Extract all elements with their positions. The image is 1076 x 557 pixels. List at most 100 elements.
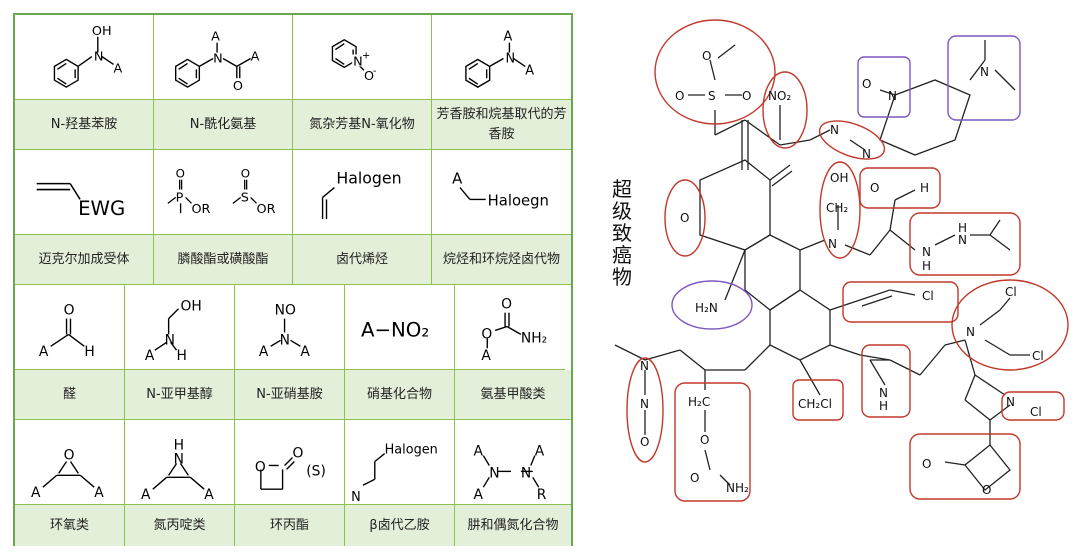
row1-structures: N OH A A N A O: [15, 15, 571, 100]
h-label: H: [174, 438, 184, 454]
label-aziridine: 氮丙啶类: [125, 505, 235, 546]
h-label: H: [177, 348, 187, 364]
n-label: N: [353, 54, 363, 69]
nitrosamine-n2-label: N: [640, 397, 649, 411]
label-nitro-compound: 硝基化合物: [345, 370, 455, 420]
label-n-nitrosamine: N-亚硝基胺: [235, 370, 345, 420]
label-beta-haloethylamine: β卤代乙胺: [345, 505, 455, 546]
propiolactone-structure: O O (S): [235, 420, 345, 505]
o-label: O: [64, 303, 75, 319]
lactone-marker: [909, 433, 1021, 500]
lactone-o1-label: O: [922, 457, 931, 471]
plus-label: +: [362, 50, 370, 61]
vinyl-cl-label: Cl: [922, 289, 934, 303]
label-hydrazine-azo: 肼和偶氮化合物: [455, 505, 571, 546]
carbamate-structure: O O NH₂ A: [455, 285, 565, 370]
a-label: A: [39, 344, 49, 360]
hydrazine-n1-label: N: [958, 233, 967, 247]
a1-label: A: [503, 30, 512, 45]
label-n-hydroxy-aniline: N-羟基苯胺: [15, 100, 154, 150]
a1-label: A: [259, 344, 269, 360]
hydrazine-h1-label: H: [958, 221, 967, 235]
aziridine-marker: [861, 344, 911, 418]
hydrazine-marker: [909, 212, 1021, 276]
methylol-oh-label: OH: [830, 171, 848, 185]
halo-alkene-structure: Halogen: [293, 150, 432, 235]
nitrosamine-marker: [626, 357, 664, 463]
n-methylol-structure: OH N A H: [125, 285, 235, 370]
aromatic-amine-marker: [671, 280, 753, 330]
phos-o-label: O: [176, 167, 185, 181]
o-label: O: [64, 448, 75, 464]
label-phosphonate-sulfonate: 膦酸酯或磺酸酯: [154, 235, 293, 285]
structural-alerts-table: N OH A A N A O: [13, 13, 573, 546]
label-aldehyde: 醛: [15, 370, 125, 420]
label-n-methylol: N-亚甲基醇: [125, 370, 235, 420]
label-aza-aryl-n-oxide: 氮杂芳基N-氧化物: [293, 100, 432, 150]
aldehyde-structure: O A H: [15, 285, 125, 370]
nitro-compound-structure: A−NO₂: [345, 285, 455, 370]
row3-labels: 醛 N-亚甲基醇 N-亚硝基胺 硝基化合物 氨基甲酸类: [15, 370, 571, 420]
beta-haloethylamine-structure: N Halogen: [345, 420, 455, 505]
aziridine-h-label: H: [879, 399, 888, 413]
chloromethyl-label: CH₂Cl: [798, 397, 832, 411]
vinyl-halide-marker: [842, 281, 959, 323]
methylol-n-label: N: [828, 237, 837, 251]
mustard-cl2-label: Cl: [1032, 349, 1044, 363]
row4-labels: 环氧类 氮丙啶类 环丙酯 β卤代乙胺 肼和偶氮化合物: [15, 505, 571, 546]
azo-marker: [818, 120, 886, 160]
methylsulfonyl-marker: [654, 19, 776, 125]
oh-label: OH: [92, 24, 112, 39]
alkyl-halide-structure: A Haloegn: [432, 150, 571, 235]
minus-label: -: [373, 66, 377, 77]
o1-label: O: [501, 297, 512, 313]
ewg-label: EWG: [78, 197, 125, 220]
methylol-ch2-label: CH₂: [826, 201, 848, 215]
dimethylamino-marker: [947, 35, 1021, 121]
label-epoxide: 环氧类: [15, 505, 125, 546]
purple-alert-markers: [671, 35, 1021, 330]
phosphonate-sulfonate-structure: O P OR O S OR: [154, 150, 293, 235]
oh-label: OH: [180, 299, 201, 315]
nitrosamine-o-label: O: [640, 435, 649, 449]
lactone-o2-label: O: [982, 483, 991, 497]
azo-n2-label: N: [862, 147, 871, 161]
nchloro-cl-label: Cl: [1030, 405, 1042, 419]
a1-label: A: [31, 485, 41, 501]
a2-label: A: [251, 49, 260, 64]
o-label: O: [233, 79, 243, 94]
chloromethyl-marker: [792, 379, 844, 421]
a-label: A: [452, 171, 463, 188]
s-label: S: [708, 89, 716, 103]
label-halo-alkene: 卤代烯烃: [293, 235, 432, 285]
n-oxide-marker: [857, 56, 911, 118]
nme2-n-label: N: [980, 65, 989, 79]
aziridine-structure: H N A A: [125, 420, 235, 505]
label-carbamate: 氨基甲酸类: [455, 370, 571, 420]
phos-p-label: P: [176, 190, 184, 205]
noxide-n-label: N: [888, 89, 897, 103]
sulf-s-label: S: [241, 190, 249, 205]
carbamate-o-label: O: [700, 433, 709, 447]
label-propiolactone: 环丙酯: [235, 505, 345, 546]
no2-label: NO₂: [768, 89, 791, 103]
n-hydroxy-aniline-structure: N OH A: [15, 15, 154, 100]
aldehyde-o-label: O: [870, 181, 879, 195]
figure-title: 超级致癌物: [612, 177, 632, 289]
aldehyde-h-label: H: [920, 181, 929, 195]
nitro-marker: [762, 71, 808, 149]
a-label: A: [114, 61, 123, 76]
s-o2-label: O: [675, 89, 684, 103]
label-n-acyl-amino: N-酰化氨基: [154, 100, 293, 150]
amine-label: H₂N: [695, 301, 718, 315]
a2-label: A: [535, 444, 545, 460]
n2-label: N: [521, 465, 531, 481]
row2-labels: 迈克尔加成受体 膦酸酯或磺酸酯 卤代烯烃 烷烃和环烷烃卤代物: [15, 235, 571, 285]
o1-label: O: [255, 459, 266, 475]
supercarcinogen-structure: O S O O NO₂ N N O N N O OH CH₂ N O H H N…: [614, 19, 1069, 502]
label-michael-acceptor: 迈克尔加成受体: [15, 235, 154, 285]
n1-label: N: [489, 465, 499, 481]
row2-structures: EWG O P OR O S OR: [15, 150, 571, 235]
s-o-label: O: [702, 49, 711, 63]
o-label: O: [364, 69, 374, 84]
